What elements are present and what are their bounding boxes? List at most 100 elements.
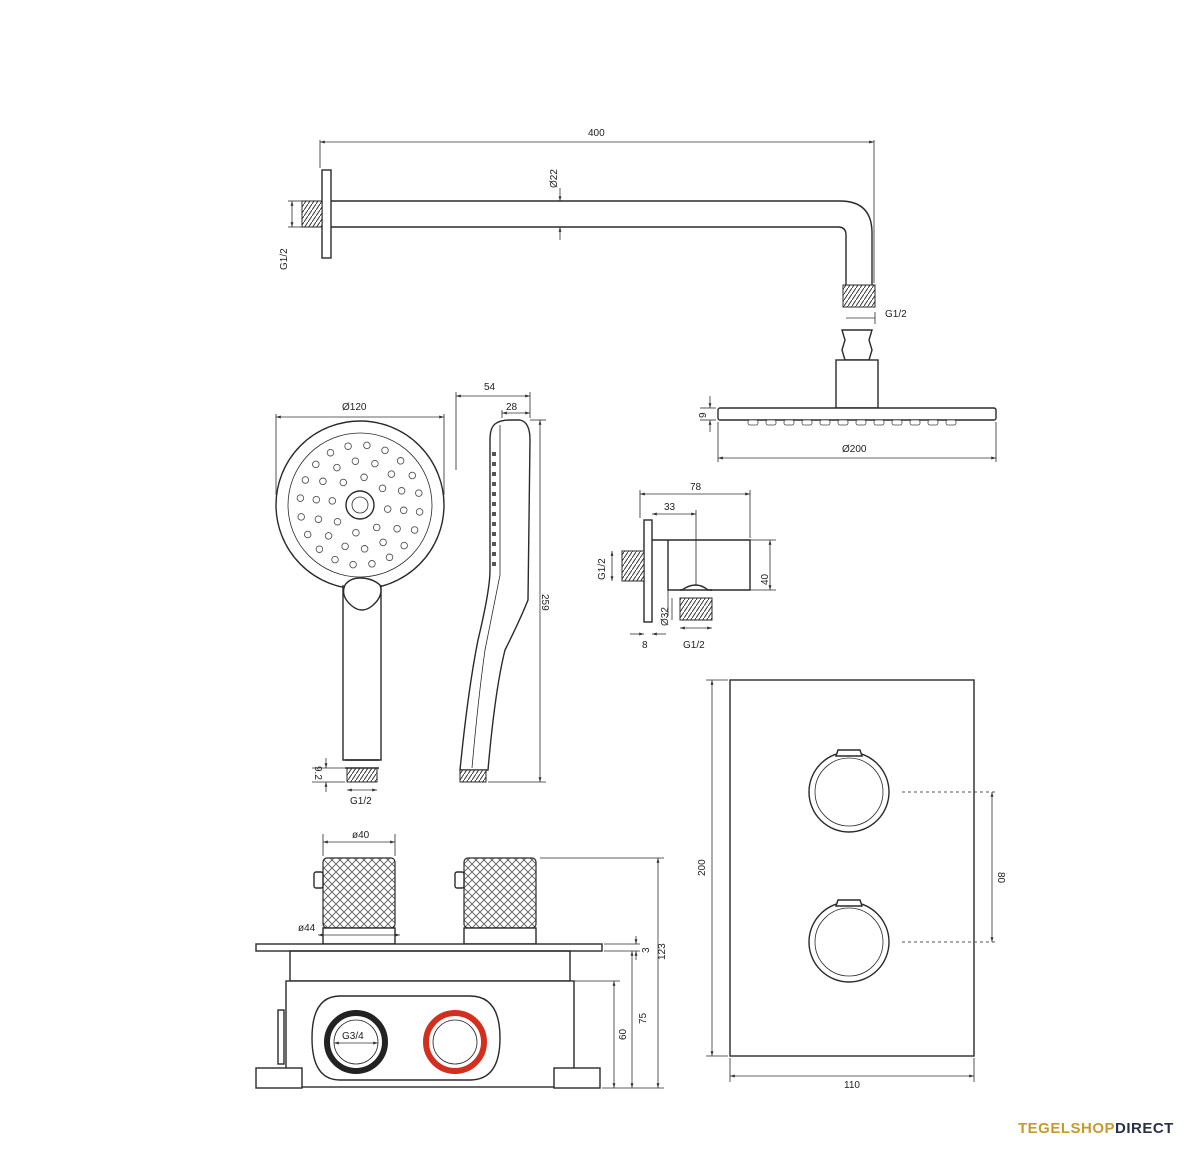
nozzle-dot: [315, 545, 324, 553]
panel-width-label: 110: [844, 1080, 860, 1091]
inlet-thread-label: G3/4: [342, 1031, 364, 1042]
nozzle-dot: [297, 513, 305, 521]
front-knob-bottom: [808, 901, 890, 983]
nozzle-dot: [385, 553, 394, 562]
rain-head-drawing: 9 Ø200: [698, 329, 997, 462]
nozzle-dot: [371, 459, 379, 468]
elbow-wall-thread-label: G1/2: [597, 558, 608, 580]
arm-end-thread-label: G1/2: [885, 309, 907, 320]
side-nozzle: [492, 522, 496, 526]
nozzle-dot: [381, 446, 389, 455]
knob-left: [322, 857, 396, 929]
elbow-diameter-label: Ø32: [660, 607, 671, 626]
nozzle-dot: [301, 476, 310, 484]
nozzle-dot: [312, 460, 320, 469]
side-nozzle: [492, 512, 496, 516]
brand-logo[interactable]: TEGELSHOPDIRECT: [1018, 1120, 1174, 1137]
nozzle-dot: [324, 532, 333, 540]
nozzle-dot: [399, 506, 408, 515]
nozzle-dot: [383, 505, 392, 513]
arm-diameter-label: Ø22: [549, 169, 560, 188]
nozzle-dot: [319, 477, 327, 486]
wall-elbow-drawing: 78 33 40 G1/2 Ø32 8 G1/2: [597, 482, 776, 651]
side-nozzle: [492, 552, 496, 556]
hand-thread-label: G1/2: [350, 796, 372, 807]
elbow-out-thread-label: G1/2: [683, 640, 705, 651]
head-height-label: 9: [698, 412, 709, 418]
box-height-total-label: 123: [657, 943, 668, 960]
nozzle-dot: [372, 523, 381, 532]
hand-thread-length-label: 9.2: [312, 766, 323, 780]
nozzle-dot: [360, 473, 368, 482]
nozzle-dot: [397, 487, 406, 495]
side-nozzle: [492, 502, 496, 506]
nozzle-dot: [314, 515, 323, 523]
hand-shower-front: Ø120 9.2 G1/2: [275, 402, 445, 807]
arm-length-label: 400: [588, 128, 605, 139]
front-knob-top: [808, 751, 890, 833]
rain-head-nozzles: [747, 419, 957, 426]
nozzle-dot: [352, 528, 360, 537]
rain-head-plate: [717, 407, 997, 421]
concealed-box-drawing: G3/4 ø40 ø44 123 75 60 3: [255, 830, 668, 1089]
front-panel-drawing: 80 200 110: [697, 679, 1006, 1091]
hand-depth-label: 54: [484, 382, 496, 393]
arm-wall-thread-label: G1/2: [279, 248, 290, 270]
nozzle-dot: [312, 495, 321, 504]
elbow-offset-label: 33: [664, 502, 676, 513]
nozzle-dot: [331, 555, 339, 564]
brand-logo-part1: TEGELSHOP: [1018, 1120, 1116, 1137]
side-nozzle: [492, 482, 496, 486]
box-cap: [289, 950, 571, 982]
nozzle-dot: [349, 560, 357, 569]
knob-spacing-label: 80: [995, 872, 1006, 884]
nozzle-dot: [344, 442, 352, 450]
nozzle-dot: [339, 478, 348, 487]
plate-thickness-label: 3: [641, 947, 652, 953]
nozzle-dot: [393, 524, 401, 533]
nozzle-dot: [328, 497, 337, 505]
nozzle-dot: [326, 448, 335, 457]
arm-wall-flange: [321, 169, 332, 259]
nozzle-dot: [408, 471, 417, 480]
elbow-width-label: 78: [690, 482, 702, 493]
side-nozzle: [492, 532, 496, 536]
hand-front-depth-label: 28: [506, 402, 518, 413]
nozzle-dot: [379, 538, 387, 547]
hand-side-nozzles: [492, 452, 496, 566]
nozzle-dot: [368, 560, 376, 568]
hand-length-label: 259: [539, 594, 550, 611]
nozzle-dot: [415, 489, 423, 497]
nozzle-dot: [303, 530, 312, 539]
side-nozzle: [492, 462, 496, 466]
hand-nozzle-dots: [296, 441, 424, 569]
elbow-plate-label: 8: [642, 640, 648, 651]
side-nozzle: [492, 562, 496, 566]
hand-diameter-label: Ø120: [342, 402, 367, 413]
nozzle-dot: [351, 457, 360, 465]
nozzle-dot: [333, 517, 342, 526]
panel-height-label: 200: [697, 859, 708, 876]
brand-logo-part2: DIRECT: [1115, 1120, 1174, 1137]
box-height-75-label: 75: [638, 1012, 649, 1024]
nozzle-dot: [363, 441, 371, 450]
arm-pipe: [331, 200, 873, 285]
nozzle-dot: [415, 508, 424, 516]
nozzle-dot: [400, 541, 408, 550]
hot-inlet: [423, 1010, 487, 1074]
side-nozzle: [492, 492, 496, 496]
hand-shower-side: 54 28 259: [455, 382, 550, 783]
cover-plate: [255, 943, 603, 952]
rosette-diameter-label: ø44: [298, 923, 316, 934]
nozzle-dot: [296, 494, 305, 502]
box-height-60-label: 60: [618, 1028, 629, 1040]
nozzle-dot: [378, 484, 387, 493]
nozzle-dot: [387, 470, 396, 478]
elbow-height-label: 40: [760, 573, 771, 585]
head-diameter-label: Ø200: [842, 444, 867, 455]
arm-wall-thread: [301, 200, 323, 228]
side-nozzle: [492, 452, 496, 456]
hand-button: [342, 577, 382, 611]
hand-center-nozzle: [345, 490, 375, 520]
